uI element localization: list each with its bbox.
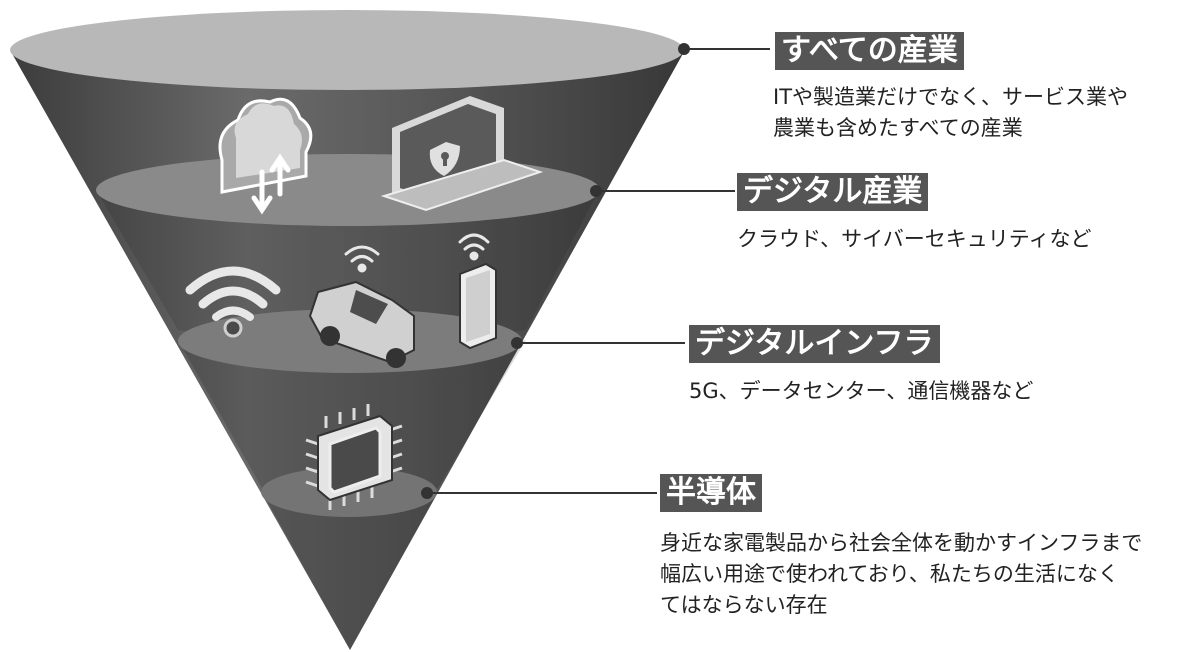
layer-description-digital-industry: クラウド、サイバーセキュリティなど [737, 224, 1091, 255]
leader-line-semiconductor [421, 487, 657, 499]
funnel-band-3 [262, 492, 438, 650]
funnel-top-rim [10, 10, 684, 90]
layer-title-digital-infra: デジタルインフラ [689, 325, 940, 363]
description-line: クラウド、サイバーセキュリティなど [737, 227, 1092, 251]
laptop-security-icon [380, 96, 544, 212]
layer-title-digital-industry: デジタル産業 [737, 173, 929, 211]
chip-icon [305, 404, 403, 510]
funnel-band-2 [178, 340, 526, 499]
layer-title-semiconductor: 半導体 [660, 474, 762, 512]
description-line: 5G、データセンター、通信機器など [689, 379, 1034, 403]
description-line: 農業も含めたすべての産業 [773, 116, 1023, 140]
wifi-icon [185, 266, 281, 338]
description-line: 身近な家電製品から社会全体を動かすインフラまで [660, 531, 1143, 555]
cloud-sync-icon [218, 97, 313, 215]
leader-line-digital-industry [590, 185, 735, 197]
layer-description-digital-infra: 5G、データセンター、通信機器など [689, 376, 1033, 407]
smartphone-icon [458, 233, 497, 350]
car-icon [308, 245, 415, 368]
description-line: 幅広い用途で使われており、私たちの生活になく [660, 562, 1119, 586]
leader-line-digital-infra [511, 337, 685, 349]
description-line: ITや製造業だけでなく、サービス業や [773, 85, 1129, 109]
layer-description-all-industries: ITや製造業だけでなく、サービス業や 農業も含めたすべての産業 [773, 82, 1128, 144]
layer-description-semiconductor: 身近な家電製品から社会全体を動かすインフラまで 幅広い用途で使われており、私たち… [660, 528, 1142, 621]
description-line: てはならない存在 [660, 593, 828, 617]
leader-line-all-industries [678, 43, 770, 55]
funnel-ring-digital-industry [96, 154, 600, 226]
layer-title-all-industries: すべての産業 [775, 32, 964, 70]
